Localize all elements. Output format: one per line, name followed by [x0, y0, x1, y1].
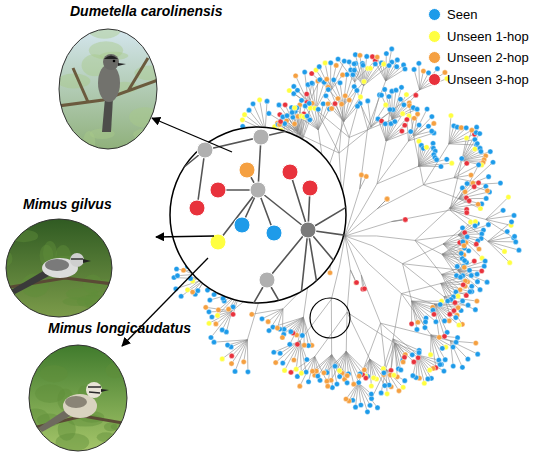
species-name: Dumetella carolinensis [70, 3, 223, 19]
zoom-region-marker [310, 298, 350, 338]
legend-swatch [428, 73, 441, 86]
legend-swatch [428, 8, 441, 21]
legend-label: Unseen 3-hop [447, 71, 529, 88]
photo-node: Mimus gilvus [5, 196, 125, 321]
photo-node: Mimus longicaudatus [28, 320, 188, 453]
photo-oval [5, 218, 113, 318]
leader-arrows [122, 118, 232, 346]
legend-swatch [428, 51, 441, 64]
legend-label: Unseen 1-hop [447, 28, 529, 45]
photo-oval [58, 28, 158, 150]
photo-oval [28, 344, 128, 452]
legend-label: Unseen 2-hop [447, 49, 529, 66]
species-name: Mimus longicaudatus [48, 320, 191, 336]
legend-swatch [428, 30, 441, 43]
photo-node: Dumetella carolinensis [50, 3, 200, 153]
zoom-circle [170, 127, 350, 306]
species-name: Mimus gilvus [23, 196, 112, 212]
legend-label: Seen [447, 6, 477, 23]
